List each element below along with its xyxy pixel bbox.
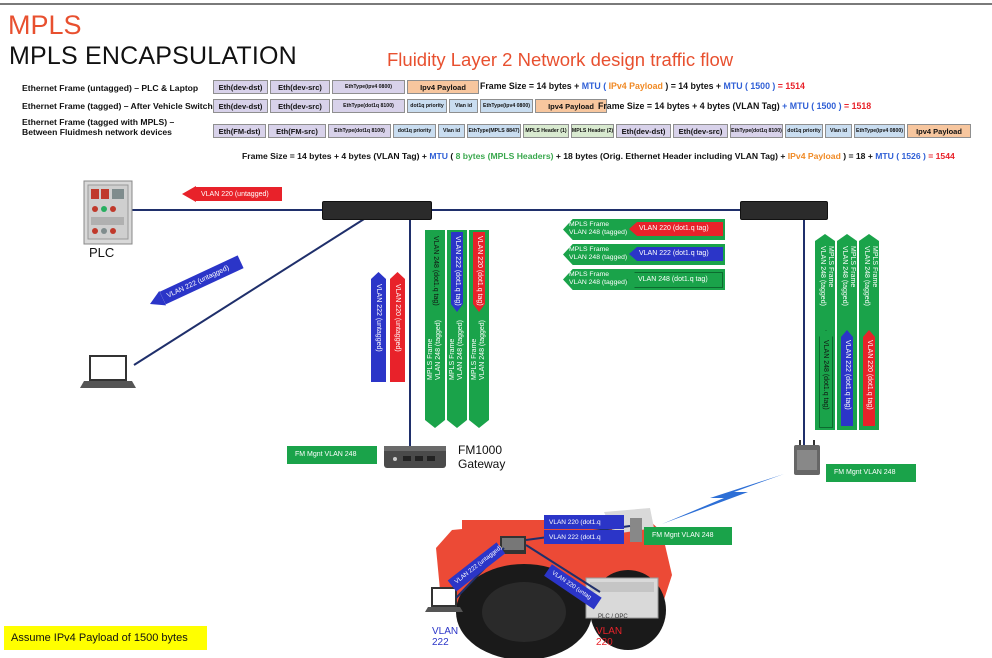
tag-vlan222-down-label: VLAN 222 (dot1.q tag) [454, 236, 461, 306]
tag-vlan220-up-label: VLAN 220 (dot1.q tag) [866, 340, 873, 410]
network-switch-right [740, 201, 828, 220]
frame-cell: Eth(dev-src) [270, 80, 330, 94]
frame-cell: EthType(MPLS 8847) [467, 124, 521, 138]
frame-cell: EthType(dot1q 8100) [332, 99, 405, 113]
arrow-vlan220-up-label: VLAN 220 (untagged) [394, 284, 401, 352]
plc-cabinet [83, 180, 133, 245]
frame-cell: Eth(FM-dst) [213, 124, 266, 138]
network-links [132, 209, 805, 446]
arrow-vlan220-untagged: VLAN 220 (untagged) [182, 186, 282, 202]
fm1000-gateway [384, 446, 446, 468]
frame-cell: Ipv4 Payload [407, 80, 479, 94]
frame-cell: EthType(ipv4 0800) [854, 124, 905, 138]
frame-cell: Eth(FM-src) [268, 124, 326, 138]
frame-cell: Eth(dev-src) [270, 99, 330, 113]
arrow-vehicle-vlan222: VLAN 222 (dot1.q [544, 529, 624, 545]
plc-label: PLC [89, 245, 115, 260]
frame-label-mpls: Ethernet Frame (tagged with MPLS) –Betwe… [22, 117, 175, 137]
arrow-vlan222-up [371, 272, 386, 382]
frame-cell: Eth(dev-src) [673, 124, 728, 138]
tag-vlan220-down-label: VLAN 220 (dot1.q tag) [476, 236, 483, 306]
frame-size-untagged: Frame Size = 14 bytes + MTU ( IPv4 Paylo… [480, 81, 805, 91]
arrow-vlan220-up [390, 272, 405, 382]
laptop [80, 355, 136, 388]
assumption-note: Assume IPv4 Payload of 1500 bytes [4, 626, 207, 650]
title-mpls-encapsulation: MPLS ENCAPSULATION [9, 42, 297, 70]
frame-size-mpls: Frame Size = 14 bytes + 4 bytes (VLAN Ta… [242, 151, 955, 161]
tag-vlan220-down [473, 232, 485, 312]
frame-cell: EthType(ipv4 0800) [480, 99, 533, 113]
tag-vlan248-down-label: VLAN 248 (dot1.q tag) [432, 236, 439, 306]
frame-cell: dot1q priority [407, 99, 447, 113]
tag-vlan248-up-label: VLAN 248 (dot1.q tag) [822, 340, 829, 410]
frame-tagged: Eth(dev-dst) Eth(dev-src) EthType(dot1q … [213, 99, 609, 113]
tag-vlan222-up [841, 330, 853, 426]
frame-cell: Eth(dev-dst) [213, 80, 268, 94]
frame-cell: Vlan id [438, 124, 465, 138]
frame-cell: EthType(dot1q 8100) [730, 124, 783, 138]
wireless-link-icon [662, 474, 784, 524]
frame-label-tagged: Ethernet Frame (tagged) – After Vehicle … [22, 101, 213, 111]
frame-cell: MPLS Header (2) [571, 124, 614, 138]
frame-cell: Eth(dev-dst) [213, 99, 268, 113]
frame-cell: Ipv4 Payload [535, 99, 607, 113]
frame-mpls: Eth(FM-dst) Eth(FM-src) EthType(dot1q 81… [213, 124, 973, 138]
arrow-vlan222-up-label: VLAN 222 (untagged) [375, 284, 382, 352]
fm-mgnt-vehicle: FM Mgnt VLAN 248 [644, 527, 732, 545]
frame-cell: Eth(dev-dst) [616, 124, 671, 138]
frame-cell: EthType(ipv4 0800) [332, 80, 405, 94]
radio-unit [794, 440, 820, 475]
fm-mgnt-radio: FM Mgnt VLAN 248 [826, 464, 916, 482]
frame-size-tagged: Frame Size = 14 bytes + 4 bytes (VLAN Ta… [598, 101, 872, 111]
frame-cell: Vlan id [449, 99, 478, 113]
fm-mgnt-gateway: FM Mgnt VLAN 248 [287, 446, 377, 464]
network-switch-left [322, 201, 432, 220]
top-rule [0, 3, 992, 5]
link-laptop-switch [133, 213, 373, 366]
vehicle-plc-label: PLC / OPC [598, 614, 628, 620]
tag-vlan248-up [819, 330, 833, 428]
frame-cell: dot1q priority [785, 124, 823, 138]
title-mpls: MPLS [8, 10, 82, 40]
title-traffic-flow: Fluidity Layer 2 Network design traffic … [387, 49, 734, 70]
frame-cell: Vlan id [825, 124, 852, 138]
frame-untagged: Eth(dev-dst) Eth(dev-src) EthType(ipv4 0… [213, 80, 481, 94]
frame-cell: dot1q priority [393, 124, 436, 138]
tag-vlan220-up [863, 330, 875, 426]
tag-vlan222-down [451, 232, 463, 312]
frame-cell: Ipv4 Payload [907, 124, 971, 138]
arrow-vehicle-vlan220: VLAN 220 (dot1.q [544, 514, 624, 530]
frame-cell: EthType(dot1q 8100) [328, 124, 391, 138]
tag-vlan248-down [429, 232, 441, 312]
link-vehicle-plc [525, 544, 601, 593]
tag-vlan222-up-label: VLAN 222 (dot1.q tag) [844, 340, 851, 410]
frame-label-untagged: Ethernet Frame (untagged) – PLC & Laptop [22, 83, 199, 93]
frame-cell: MPLS Header (1) [523, 124, 569, 138]
arrow-vlan222-untagged: VLAN 222 (untagged) [147, 254, 244, 311]
